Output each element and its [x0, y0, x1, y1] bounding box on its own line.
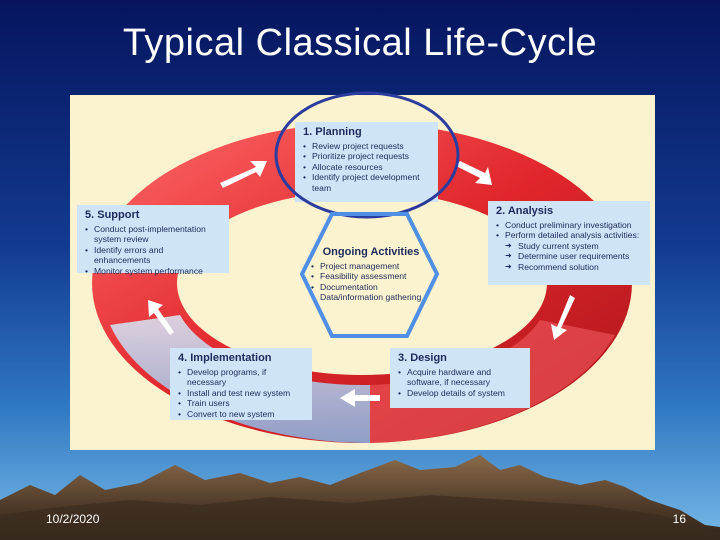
life-cycle-diagram: 1. Planning Review project requests Prio… [70, 95, 655, 450]
phase-support: 5. Support Conduct post-implementation s… [77, 205, 229, 277]
list-subitem: Determine user requirements [496, 251, 642, 262]
list-item: Feasibility assessment [311, 271, 431, 282]
list-item: Train users [178, 398, 304, 409]
phase-analysis: 2. Analysis Conduct preliminary investig… [488, 201, 650, 285]
list-item: Develop programs, if necessary [178, 367, 304, 388]
phase-support-heading: 5. Support [85, 209, 140, 221]
cycle-arrow-top-left [220, 161, 267, 188]
ongoing-activities: Ongoing Activities Project management Fe… [303, 242, 439, 328]
list-item: Project management [311, 261, 431, 272]
phase-planning: 1. Planning Review project requests Prio… [295, 122, 438, 202]
slide-title: Typical Classical Life-Cycle [122, 22, 598, 64]
footer-page-number: 16 [672, 512, 686, 526]
list-item: Conduct preliminary investigation [496, 220, 642, 231]
list-item: Conduct post-implementation system revie… [85, 224, 221, 245]
list-item: Prioritize project requests [303, 151, 430, 162]
cycle-arrow-right [551, 295, 575, 340]
list-item: Perform detailed analysis activities: [496, 230, 642, 241]
list-item: Identify errors and enhancements [85, 245, 221, 266]
list-item: Monitor system performance [85, 266, 221, 277]
cycle-arrow-bottom [340, 389, 380, 407]
list-subitem: Study current system [496, 241, 642, 252]
cycle-arrow-top-right [456, 161, 492, 185]
list-item: Install and test new system [178, 388, 304, 399]
list-item: Review project requests [303, 141, 430, 152]
cycle-arrow-left [148, 300, 174, 335]
phase-implementation: 4. Implementation Develop programs, if n… [170, 348, 312, 420]
mountain-landscape [0, 455, 720, 540]
phase-implementation-heading: 4. Implementation [178, 352, 272, 364]
footer-date: 10/2/2020 [46, 512, 100, 526]
phase-planning-heading: 1. Planning [303, 126, 362, 138]
list-subitem: Recommend solution [496, 262, 642, 273]
list-item: Identify project development team [303, 172, 430, 193]
phase-design: 3. Design Acquire hardware and software,… [390, 348, 530, 408]
phase-design-heading: 3. Design [398, 352, 447, 364]
list-item: Acquire hardware and software, if necess… [398, 367, 522, 388]
list-item: Develop details of system [398, 388, 522, 399]
list-item: Data/information gathering [311, 292, 431, 303]
list-item: Allocate resources [303, 162, 430, 173]
list-item: Convert to new system [178, 409, 304, 420]
ongoing-activities-heading: Ongoing Activities [322, 246, 420, 258]
list-item: Documentation [311, 282, 431, 293]
phase-analysis-heading: 2. Analysis [496, 205, 554, 217]
